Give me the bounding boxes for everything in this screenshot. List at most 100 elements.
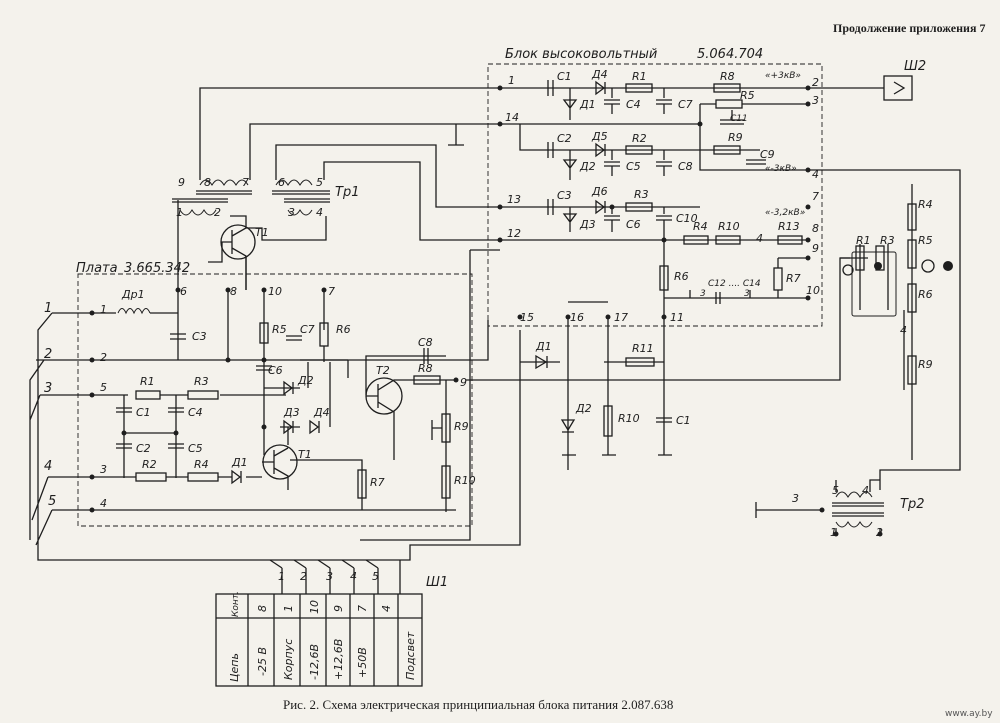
r9-symbol bbox=[713, 145, 741, 155]
tr1-pin-3: 3 bbox=[288, 206, 295, 219]
d3-board-symbol bbox=[283, 419, 294, 435]
c6-label: С6 bbox=[626, 218, 641, 231]
r3-panel-symbol bbox=[875, 245, 885, 271]
c11-symbol bbox=[720, 110, 744, 125]
row-4-kont: 7 bbox=[356, 605, 369, 612]
table-border bbox=[215, 593, 423, 687]
r13-symbol bbox=[777, 235, 803, 245]
hv-block: Блок высоковольтный 5.064.704 1 14 13 12… bbox=[487, 47, 823, 420]
d2-board-label: Д2 bbox=[297, 374, 314, 387]
d1-board-label: Д1 bbox=[231, 456, 248, 469]
r1-panel-label: R1 bbox=[856, 234, 871, 247]
sh2-label: Ш2 bbox=[904, 59, 926, 74]
r9-panel-symbol bbox=[907, 355, 917, 385]
lamp-icon bbox=[842, 264, 854, 276]
r6-panel-label: R6 bbox=[918, 288, 933, 301]
c6-symbol bbox=[604, 207, 620, 232]
tr2-label: Тр2 bbox=[900, 497, 924, 512]
r5-panel-label: R5 bbox=[918, 234, 933, 247]
board-title: Плата bbox=[76, 261, 118, 276]
connector-sh2: Ш2 bbox=[808, 59, 926, 101]
r10-symbol bbox=[715, 235, 741, 245]
d1-outer-label: Д1 bbox=[535, 340, 552, 353]
board-frame bbox=[77, 273, 473, 527]
r1-panel-symbol bbox=[855, 245, 865, 271]
d2-board-symbol bbox=[283, 380, 294, 396]
row-4-circuit: +50В bbox=[356, 647, 369, 678]
frame-mark-a: 3 bbox=[700, 289, 706, 299]
right-panel-wiring bbox=[808, 169, 961, 490]
r2-label: R2 bbox=[632, 132, 647, 145]
c5-symbol bbox=[604, 150, 620, 176]
hv-pin-4: 4 bbox=[812, 168, 819, 181]
c3-board-symbol bbox=[170, 333, 186, 340]
table-head-kont: Конт. bbox=[231, 591, 241, 617]
c7-board-label: С7 bbox=[300, 323, 315, 336]
d2-label: Д2 bbox=[579, 160, 596, 173]
r4-label: R4 bbox=[693, 220, 708, 233]
t2-label: Т2 bbox=[376, 364, 390, 377]
hv-pin-8: 8 bbox=[812, 222, 819, 235]
tr1-pin-8: 8 bbox=[204, 176, 211, 189]
figure-caption: Рис. 2. Схема электрическая принципиальн… bbox=[283, 697, 673, 712]
d2-symbol bbox=[562, 150, 578, 180]
r2-board-label: R2 bbox=[142, 458, 157, 471]
r8-symbol bbox=[713, 83, 741, 93]
board-pin-5: 5 bbox=[100, 381, 107, 394]
tr1-core-top bbox=[196, 190, 330, 195]
d4-symbol bbox=[595, 80, 606, 96]
r2-symbol bbox=[625, 145, 653, 155]
tr2-wires bbox=[755, 479, 881, 534]
panel-frame bbox=[851, 251, 897, 317]
r10-outer-label: R10 bbox=[618, 412, 640, 425]
hv-out-minus32kv: «-3,2кВ» bbox=[765, 208, 805, 218]
eye-icon bbox=[921, 259, 935, 273]
c9-symbol bbox=[746, 159, 766, 165]
c1-board-label: С1 bbox=[136, 406, 151, 419]
tr1-pin-1: 1 bbox=[176, 206, 183, 219]
board-wiring bbox=[90, 200, 456, 512]
connector-table: Ш1 1 2 3 4 5 Конт. Цепь 8 1 10 9 7 4 -25… bbox=[215, 559, 448, 687]
c7-board-symbol bbox=[286, 335, 302, 341]
c2-board-label: С2 bbox=[136, 442, 151, 455]
table-head-circuit: Цепь bbox=[228, 653, 241, 682]
board: Плата 3.665.342 1 2 5 3 4 6 8 10 7 9 Др1… bbox=[76, 200, 476, 527]
r4-board-symbol bbox=[187, 472, 219, 482]
hv-center-wire bbox=[663, 240, 808, 420]
c6-board-symbol bbox=[256, 365, 272, 371]
r6-panel-symbol bbox=[907, 283, 917, 313]
hv-ellipsis-4: 4 bbox=[756, 232, 763, 245]
tr2-pin-5: 5 bbox=[832, 484, 839, 497]
board-pin-6: 6 bbox=[180, 285, 187, 298]
c11-label: С11 bbox=[730, 114, 748, 124]
r7-hv-wire bbox=[777, 257, 808, 298]
tr2-bottom-winding bbox=[835, 521, 873, 528]
indicator-icon-right bbox=[943, 261, 953, 271]
r2-board-symbol bbox=[135, 472, 167, 482]
r10-board-label: R10 bbox=[454, 474, 476, 487]
r6-hv-symbol bbox=[659, 265, 669, 291]
row-0-circuit: -25 В bbox=[256, 647, 269, 676]
c8-board-symbol bbox=[423, 348, 429, 364]
table-grid bbox=[216, 594, 422, 686]
board-pin-2: 2 bbox=[100, 351, 107, 364]
watermark: www.ay.by bbox=[945, 709, 993, 719]
board-pin-10: 10 bbox=[268, 285, 282, 298]
d6-symbol bbox=[595, 199, 606, 215]
c2-label: С2 bbox=[557, 132, 572, 145]
d6-label: Д6 bbox=[591, 185, 608, 198]
line-4-label: 4 bbox=[44, 459, 52, 474]
hv-pin-9: 9 bbox=[812, 242, 819, 255]
r5-wire bbox=[699, 103, 808, 124]
frame-mark-b: 3 bbox=[744, 289, 750, 299]
tr1-core-bottom bbox=[172, 198, 330, 203]
c1-symbol bbox=[547, 80, 554, 96]
c7-symbol bbox=[656, 88, 672, 114]
hv-pin-13: 13 bbox=[507, 193, 521, 206]
line-2-label: 2 bbox=[44, 347, 52, 362]
board-pin-dots bbox=[89, 287, 459, 513]
row-3-kont: 9 bbox=[332, 605, 345, 612]
tr1-pin-6: 6 bbox=[278, 176, 285, 189]
d1-board-symbol bbox=[231, 469, 242, 485]
